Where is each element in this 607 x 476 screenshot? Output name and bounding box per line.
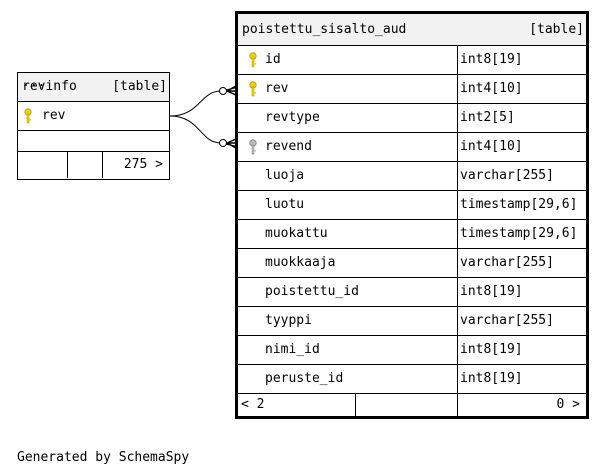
foreign-key-icon	[249, 139, 257, 155]
aud-column-id[interactable]: id int8[19]	[238, 46, 586, 75]
column-divider	[457, 133, 458, 161]
aud-table-name[interactable]: poistettu_sisalto_aud	[242, 22, 407, 37]
revinfo-table[interactable]: revinfo [table] rev ... 275 >	[17, 72, 170, 180]
column-type: int4[10]	[460, 139, 523, 154]
column-name: poistettu_id	[265, 284, 359, 299]
aud-column-muokattu[interactable]: muokattu timestamp[29,6]	[238, 220, 586, 249]
column-type: varchar[255]	[460, 313, 554, 328]
column-name: revtype	[265, 110, 320, 125]
aud-children-count[interactable]: 0 >	[556, 397, 580, 412]
column-type: int8[19]	[460, 284, 523, 299]
column-divider	[457, 46, 458, 74]
revinfo-column-rev[interactable]: rev	[18, 102, 169, 131]
column-type: int8[19]	[460, 52, 523, 67]
column-name: nimi_id	[265, 342, 320, 357]
aud-column-revend[interactable]: revend int4[10]	[238, 133, 586, 162]
column-name: id	[265, 52, 281, 67]
column-divider	[457, 249, 458, 277]
generated-by-footer: Generated by SchemaSpy	[17, 450, 190, 465]
revend-crowfoot	[226, 138, 237, 149]
revinfo-children-count[interactable]: 275 >	[123, 157, 163, 172]
aud-column-rev[interactable]: rev int4[10]	[238, 75, 586, 104]
aud-table-footer: < 2 0 >	[238, 394, 586, 416]
column-type: int4[10]	[460, 81, 523, 96]
aud-column-luotu[interactable]: luotu timestamp[29,6]	[238, 191, 586, 220]
column-name: revend	[265, 139, 312, 154]
aud-column-nimi-id[interactable]: nimi_id int8[19]	[238, 336, 586, 365]
aud-column-luoja[interactable]: luoja varchar[255]	[238, 162, 586, 191]
column-name: rev	[265, 81, 289, 96]
revinfo-column-name: rev	[42, 108, 66, 123]
column-name: luotu	[265, 197, 305, 212]
column-type: int2[5]	[460, 110, 515, 125]
revinfo-table-footer: 275 >	[18, 152, 169, 178]
column-divider	[457, 307, 458, 335]
column-name: tyyppi	[265, 313, 312, 328]
revinfo-footer-cell	[18, 152, 68, 178]
column-name: peruste_id	[265, 371, 344, 386]
column-type: timestamp[29,6]	[460, 197, 578, 212]
rev-crowfoot	[226, 85, 237, 96]
column-type: int8[19]	[460, 342, 523, 357]
revend-zero-marker	[219, 139, 227, 147]
revinfo-table-kind: [table]	[112, 79, 167, 94]
column-type: timestamp[29,6]	[460, 226, 578, 241]
column-name: muokattu	[265, 226, 328, 241]
column-divider	[457, 191, 458, 219]
column-type: varchar[255]	[460, 255, 554, 270]
column-divider	[457, 278, 458, 306]
revinfo-footer-cell	[68, 152, 103, 178]
column-divider	[457, 220, 458, 248]
column-divider	[457, 104, 458, 132]
footer-divider	[355, 394, 356, 416]
column-name: muokkaaja	[265, 255, 336, 270]
aud-column-tyyppi[interactable]: tyyppi varchar[255]	[238, 307, 586, 336]
column-divider	[457, 75, 458, 103]
primary-key-icon	[249, 81, 257, 97]
column-name: luoja	[265, 168, 305, 183]
revinfo-table-header[interactable]: revinfo [table]	[18, 73, 169, 102]
column-divider	[457, 162, 458, 190]
column-divider	[457, 336, 458, 364]
column-type: varchar[255]	[460, 168, 554, 183]
revinfo-table-name[interactable]: revinfo	[22, 79, 77, 94]
primary-key-icon	[24, 108, 32, 124]
footer-divider	[457, 394, 458, 416]
aud-table-header[interactable]: poistettu_sisalto_aud [table]	[238, 14, 586, 46]
poistettu-sisalto-aud-table[interactable]: poistettu_sisalto_aud [table] id int8[19…	[235, 11, 589, 419]
column-type: int8[19]	[460, 371, 523, 386]
aud-column-peruste-id[interactable]: peruste_id int8[19]	[238, 365, 586, 394]
primary-key-icon	[249, 52, 257, 68]
rev-zero-marker	[219, 87, 227, 95]
column-divider	[457, 365, 458, 393]
aud-table-kind: [table]	[529, 22, 584, 37]
aud-parents-count[interactable]: < 2	[241, 397, 265, 412]
aud-column-poistettu-id[interactable]: poistettu_id int8[19]	[238, 278, 586, 307]
aud-column-revtype[interactable]: revtype int2[5]	[238, 104, 586, 133]
revinfo-more-columns: ...	[18, 75, 169, 152]
aud-column-muokkaaja[interactable]: muokkaaja varchar[255]	[238, 249, 586, 278]
